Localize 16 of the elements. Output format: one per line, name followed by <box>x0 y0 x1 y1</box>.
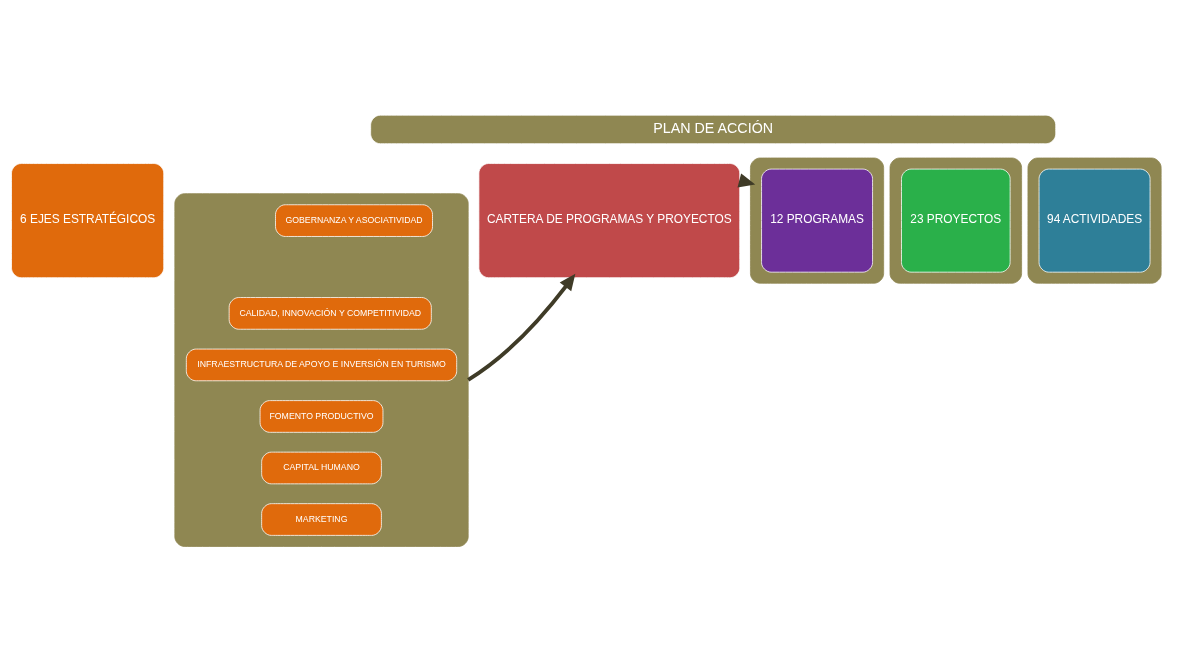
node-box: 6 EJES ESTRATÉGICOS <box>11 162 165 278</box>
node-box: 12 PROGRAMAS <box>761 168 873 273</box>
node-box: 23 PROYECTOS <box>901 168 1011 273</box>
cluster <box>750 157 885 284</box>
node-box: 94 ACTIVIDADES <box>1038 168 1151 273</box>
node-box: INFRAESTRUCTURA DE APOYO E INVERSIÓN EN TURISMO <box>185 348 458 381</box>
cluster <box>1027 157 1162 284</box>
node-box: GOBERNANZA Y ASOCIATIVIDAD <box>275 203 433 237</box>
node-box: CAPITAL HUMANO <box>261 451 382 484</box>
node-box: CALIDAD, INNOVACIÓN Y COMPETITIVIDAD <box>228 296 432 330</box>
cluster <box>174 192 469 547</box>
arrow <box>467 273 576 381</box>
node-box: FOMENTO PRODUCTIVO <box>259 399 384 433</box>
node-box: MARKETING <box>261 502 382 536</box>
cluster <box>889 157 1022 284</box>
node-box: PLAN DE ACCIÓN <box>370 114 1057 144</box>
